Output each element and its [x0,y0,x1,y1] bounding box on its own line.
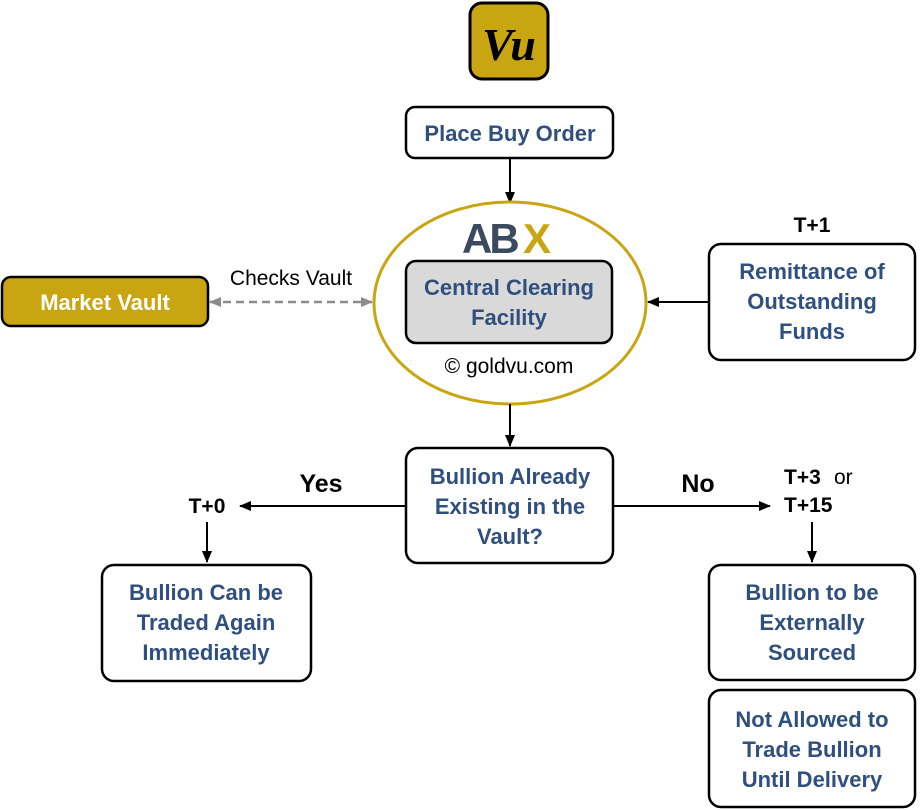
place-buy-order-node: Place Buy Order [404,105,615,160]
t-plus-1-label: T+1 [794,214,831,237]
or-label: or [834,466,853,489]
traded-again-line-2: Traded Again [137,610,276,635]
abx-logo-x: X [523,215,551,262]
no-label: No [681,470,714,498]
t-plus-0-label: T+0 [189,495,226,518]
traded-again-line-1: Bullion Can be [129,580,283,605]
central-clearing-node: Central Clearing Facility [404,259,614,345]
remittance-node: Remittance of Outstanding Funds [707,242,917,362]
copyright-text: © goldvu.com [445,355,574,378]
t-plus-3-label: T+3 [784,466,821,489]
traded-again-line-3: Immediately [142,640,270,665]
not-allowed-line-1: Not Allowed to [735,707,888,732]
goldvu-logo: Vu [468,1,550,81]
externally-sourced-line-3: Sourced [768,640,856,665]
remittance-line-2: Outstanding [747,289,877,314]
traded-again-node: Bullion Can be Traded Again Immediately [100,563,313,683]
place-buy-order-label: Place Buy Order [424,121,596,146]
not-allowed-line-3: Until Delivery [742,767,883,792]
externally-sourced-line-2: Externally [759,610,865,635]
market-vault-node: Market Vault [0,275,210,328]
central-clearing-line-1: Central Clearing [424,275,594,300]
bullion-existing-line-3: Vault? [477,524,543,549]
externally-sourced-line-1: Bullion to be [745,580,878,605]
t-plus-15-label: T+15 [784,494,833,517]
bullion-existing-line-2: Existing in the [435,494,585,519]
remittance-line-3: Funds [779,319,845,344]
abx-logo-ab: AB [462,215,518,262]
logo-text: Vu [482,19,536,70]
externally-sourced-node: Bullion to be Externally Sourced [707,563,917,682]
abx-logo: AB X [462,215,551,262]
not-allowed-line-2: Trade Bullion [742,737,881,762]
not-allowed-node: Not Allowed to Trade Bullion Until Deliv… [707,688,917,809]
central-clearing-line-2: Facility [471,305,548,330]
market-vault-label: Market Vault [40,290,170,315]
yes-label: Yes [299,470,342,498]
bullion-existing-node: Bullion Already Existing in the Vault? [404,446,615,565]
remittance-line-1: Remittance of [739,259,885,284]
bullion-existing-line-1: Bullion Already [430,464,591,489]
checks-vault-label: Checks Vault [230,267,352,290]
